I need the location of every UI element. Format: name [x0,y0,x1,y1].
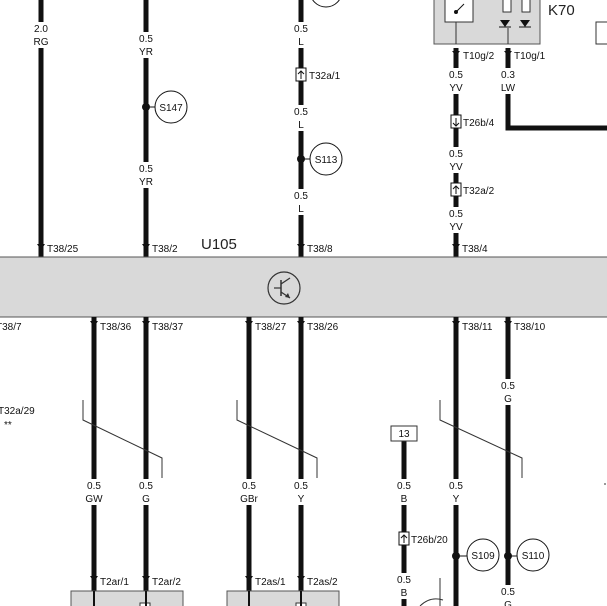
wire-curve-partial [419,598,444,606]
connector-label: T38/4 [462,244,488,255]
twist-marker [439,400,523,478]
connector-label: T2as/2 [307,577,338,588]
wire-color-label: GBr [240,494,258,505]
wire-color-label: YV [449,222,463,233]
wire-gauge-label: 0.5 [501,381,515,392]
wire-gauge-label: 0.5 [449,481,463,492]
offpage-box [595,21,607,45]
splice-label: S147 [159,103,183,114]
wire-gauge-label: 0.5 [139,34,153,45]
connector-label: T32a/29 [0,406,35,417]
connector-label: T38/37 [152,322,184,333]
relay-label: K70 [548,2,575,19]
wire-color-label: G [504,394,512,405]
component-box [70,590,184,606]
module-u105-box [0,256,607,318]
splice-label: S113 [315,155,338,166]
wire-color-label: Y [298,494,305,505]
connector-label: T32a/2 [463,186,495,197]
wire-color-label: G [504,600,512,606]
wire-color-label: LW [501,83,516,94]
splice-label: S109 [471,551,495,562]
wire-color-label: YV [449,162,463,173]
wire-color-label: L [298,204,304,215]
module-label: U105 [201,236,237,253]
wire-color-label: YR [139,177,153,188]
connector-label: T32a/1 [309,71,341,82]
connector-label: T2ar/2 [152,577,181,588]
connector-icon [450,182,462,197]
wire-gauge-label: 0.5 [294,481,308,492]
splice-circle [309,142,343,176]
connector-label: T38/2 [152,244,178,255]
transistor-icon [267,271,301,305]
connector-label: T38/8 [307,244,333,255]
connector-label: T38/11 [462,322,493,333]
footnote-marker: ** [4,420,12,431]
connector-icon [398,531,410,546]
splice-label: S110 [522,551,545,562]
connector-label: T38/26 [307,322,339,333]
component-box [226,590,340,606]
connector-label: T38/25 [47,244,79,255]
connector-label: T38/27 [255,322,287,333]
wire-gauge-label: 0.5 [87,481,101,492]
wire-gauge-label: 0.5 [242,481,256,492]
splice-circle [154,90,188,124]
wire-gauge-label: 0.5 [294,191,308,202]
connector-label: T2as/1 [255,577,286,588]
twist-marker [236,400,318,478]
wire-gauge-label: 0.5 [139,481,153,492]
wire-gauge-label: 0.5 [501,587,515,598]
wire-color-label: YV [449,83,463,94]
wire-color-label: L [298,120,304,131]
wire-gauge-label: 0.5 [449,70,463,81]
connector-icon [295,67,307,82]
fuse-box [390,425,418,442]
connector-label: T2ar/1 [100,577,129,588]
wire-color-label: GW [85,494,103,505]
connector-label: T26b/4 [463,118,495,129]
connector-label: T26b/20 [411,535,448,546]
wire-color-label: B [401,494,408,505]
wire-gauge-label: 0.5 [294,107,308,118]
splice-circle-partial [312,0,340,8]
connector-label: T38/36 [100,322,132,333]
connector-label: T10g/1 [514,51,546,62]
connector-icon [450,114,462,129]
wire-color-label: Y [453,494,460,505]
connector-label: T38/7 [0,322,22,333]
connector-label: T38/10 [514,322,546,333]
twist-marker [82,400,163,478]
wire-gauge-label: 0.5 [397,481,411,492]
wire-gauge-label: 0.5 [449,209,463,220]
wire-gauge-label: 0.5 [397,575,411,586]
splice-circle [516,538,550,572]
wire-gauge-label: 0.5 [294,24,308,35]
connector-label: T10g/2 [463,51,495,62]
wire-gauge-label: 2.0 [34,24,48,35]
fuse-label: 13 [398,429,410,440]
wire-color-label: G [142,494,150,505]
wire-color-label: RG [34,37,49,48]
relay-k70 [433,0,541,45]
wire-gauge-label: 0.5 [449,149,463,160]
wire-color-label: B [401,588,408,599]
wire-gauge-label: 0.5 [139,164,153,175]
wire-color-label: YR [139,47,153,58]
wire-gauge-label: 0.3 [501,70,515,81]
splice-circle [466,538,500,572]
wire-color-label: L [298,37,304,48]
